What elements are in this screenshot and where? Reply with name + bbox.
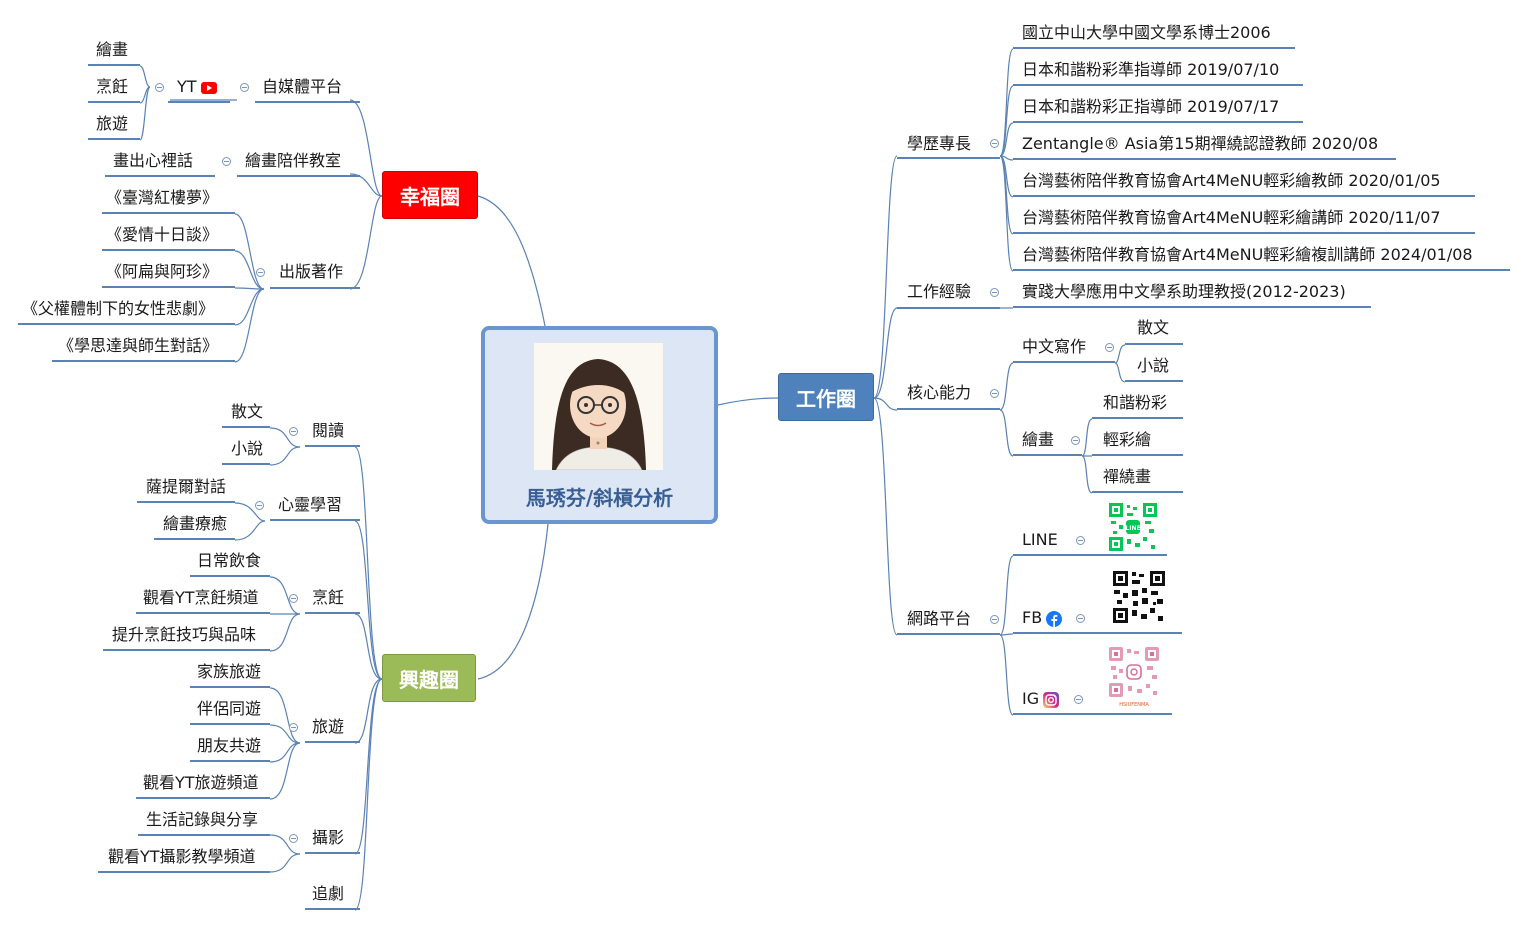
svg-text:HSIUFENMA: HSIUFENMA <box>1119 702 1149 708</box>
list-item[interactable]: 繪畫療癒 <box>163 514 228 533</box>
collapse-toggle[interactable] <box>1076 536 1085 545</box>
avatar <box>534 343 663 470</box>
list-item[interactable]: 禪繞畫 <box>1103 467 1152 486</box>
list-item[interactable]: 台灣藝術陪伴教育協會Art4MeNU輕彩繪教師 2020/01/05 <box>1022 171 1441 190</box>
ig-node[interactable]: IG <box>1022 689 1060 709</box>
central-topic-title: 馬琇芬/斜槓分析 <box>525 486 674 510</box>
list-item[interactable]: 台灣藝術陪伴教育協會Art4MeNU輕彩繪複訓講師 2024/01/08 <box>1022 245 1473 264</box>
collapse-toggle[interactable] <box>289 594 298 603</box>
instagram-icon <box>1043 691 1060 708</box>
drawing-class-node[interactable]: 繪畫陪伴教室 <box>245 151 342 170</box>
list-item[interactable]: 實踐大學應用中文學系助理教授(2012-2023) <box>1022 282 1346 301</box>
collapse-toggle[interactable] <box>1076 614 1085 623</box>
list-item[interactable]: 生活記錄與分享 <box>146 810 259 829</box>
facebook-qr-code[interactable] <box>1113 571 1165 623</box>
collapse-toggle[interactable] <box>990 288 999 297</box>
list-item[interactable]: 輕彩繪 <box>1103 430 1152 449</box>
list-item[interactable]: 繪畫 <box>96 40 129 59</box>
writing-node[interactable]: 中文寫作 <box>1022 337 1087 356</box>
list-item[interactable]: 小說 <box>1137 356 1170 375</box>
list-item[interactable]: 《學思達與師生對話》 <box>58 336 219 355</box>
list-item[interactable]: 伴侶同遊 <box>197 699 262 718</box>
list-item[interactable]: 《阿扁與阿珍》 <box>106 262 219 281</box>
online-platform-node[interactable]: 網路平台 <box>907 609 972 628</box>
list-item[interactable]: 小說 <box>231 439 264 458</box>
list-item[interactable]: 觀看YT烹飪頻道 <box>143 588 259 607</box>
yt-node[interactable]: YT <box>177 77 217 97</box>
collapse-toggle[interactable] <box>289 723 298 732</box>
line-qr-code[interactable]: LINE <box>1109 503 1157 551</box>
list-item[interactable]: 散文 <box>231 402 264 421</box>
list-item[interactable]: 《愛情十日談》 <box>106 225 219 244</box>
work-circle-node[interactable]: 工作圈 <box>778 373 874 421</box>
drama-node[interactable]: 追劇 <box>312 884 345 903</box>
collapse-toggle[interactable] <box>990 139 999 148</box>
happy-circle-node[interactable]: 幸福圈 <box>382 171 478 219</box>
list-item[interactable]: 觀看YT旅遊頻道 <box>143 773 259 792</box>
list-item[interactable]: 《父權體制下的女性悲劇》 <box>22 299 215 318</box>
collapse-toggle[interactable] <box>1071 436 1080 445</box>
list-item[interactable]: 提升烹飪技巧與品味 <box>112 625 257 644</box>
list-item[interactable]: 家族旅遊 <box>197 662 262 681</box>
list-item[interactable]: 《臺灣紅樓夢》 <box>106 188 219 207</box>
list-item[interactable]: 觀看YT攝影教學頻道 <box>108 847 256 866</box>
svg-text:LINE: LINE <box>1125 525 1140 532</box>
mind-learning-node[interactable]: 心靈學習 <box>278 495 343 514</box>
travel-node[interactable]: 旅遊 <box>312 717 345 736</box>
list-item[interactable]: 旅遊 <box>96 114 129 133</box>
self-media-node[interactable]: 自媒體平台 <box>262 77 343 96</box>
collapse-toggle[interactable] <box>240 83 249 92</box>
collapse-toggle[interactable] <box>990 615 999 624</box>
list-item[interactable]: 日本和諧粉彩正指導師 2019/07/17 <box>1022 97 1280 116</box>
drawing-node[interactable]: 繪畫 <box>1022 430 1055 449</box>
list-item[interactable]: 朋友共遊 <box>197 736 262 755</box>
list-item[interactable]: 散文 <box>1137 318 1170 337</box>
line-node[interactable]: LINE <box>1022 530 1058 549</box>
list-item[interactable]: 畫出心裡話 <box>113 151 194 170</box>
education-node[interactable]: 學歷專長 <box>907 134 972 153</box>
books-node[interactable]: 出版著作 <box>279 262 344 281</box>
list-item[interactable]: 烹飪 <box>96 77 129 96</box>
experience-node[interactable]: 工作經驗 <box>907 282 972 301</box>
collapse-toggle[interactable] <box>990 389 999 398</box>
collapse-toggle[interactable] <box>289 427 298 436</box>
cooking-node[interactable]: 烹飪 <box>312 588 345 607</box>
collapse-toggle[interactable] <box>155 83 164 92</box>
collapse-toggle[interactable] <box>1074 695 1083 704</box>
list-item[interactable]: Zentangle® Asia第15期禪繞認證教師 2020/08 <box>1022 134 1379 153</box>
reading-node[interactable]: 閱讀 <box>312 421 345 440</box>
list-item[interactable]: 日常飲食 <box>197 551 262 570</box>
list-item[interactable]: 國立中山大學中國文學系博士2006 <box>1022 23 1271 42</box>
collapse-toggle[interactable] <box>1105 343 1114 352</box>
instagram-qr-code[interactable]: HSIUFENMA <box>1109 647 1159 709</box>
collapse-toggle[interactable] <box>289 834 298 843</box>
photography-node[interactable]: 攝影 <box>312 828 345 847</box>
collapse-toggle[interactable] <box>256 268 265 277</box>
list-item[interactable]: 和諧粉彩 <box>1103 393 1168 412</box>
youtube-icon <box>200 81 217 94</box>
collapse-toggle[interactable] <box>222 157 231 166</box>
fb-node[interactable]: FB <box>1022 608 1063 628</box>
hobby-circle-node[interactable]: 興趣圈 <box>382 654 476 702</box>
list-item[interactable]: 台灣藝術陪伴教育協會Art4MeNU輕彩繪講師 2020/11/07 <box>1022 208 1441 227</box>
list-item[interactable]: 薩提爾對話 <box>146 477 227 496</box>
collapse-toggle[interactable] <box>255 501 264 510</box>
list-item[interactable]: 日本和諧粉彩準指導師 2019/07/10 <box>1022 60 1280 79</box>
core-ability-node[interactable]: 核心能力 <box>907 383 972 402</box>
facebook-icon <box>1046 610 1063 627</box>
